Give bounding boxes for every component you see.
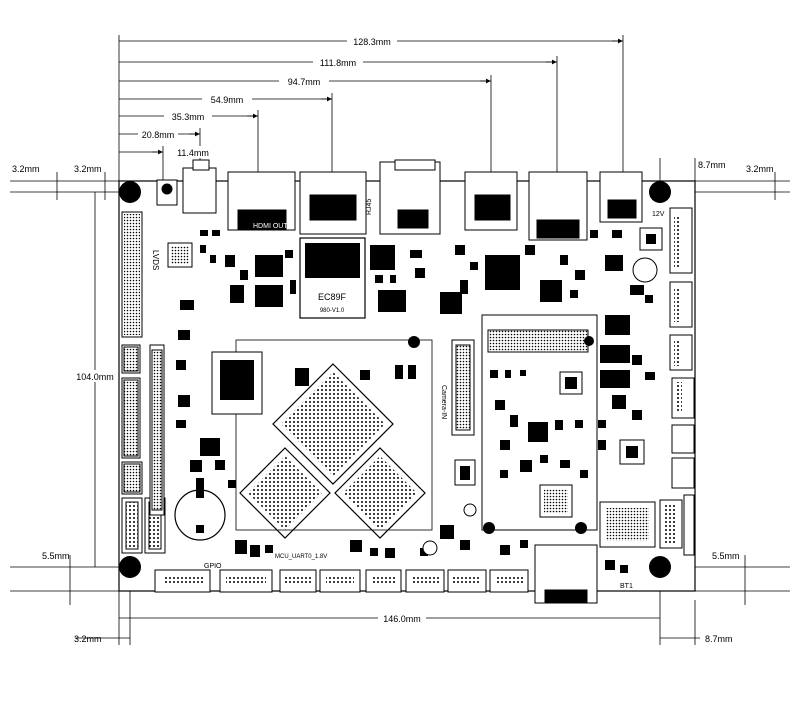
mount-hole-br: [649, 556, 671, 578]
dim-bottom-left: 3.2mm: [74, 634, 102, 644]
right-connector-pins: [664, 215, 682, 543]
mount-hole-inner-1: [408, 336, 420, 348]
black-ics: [167, 227, 663, 548]
mount-hole-bl: [119, 556, 141, 578]
small-components: [176, 230, 655, 573]
dim-94-7-label: 94.7mm: [288, 77, 321, 87]
ec89f-sublabel: 980-V1.0: [320, 308, 345, 314]
dim-right-top-outer: 3.2mm: [746, 164, 774, 174]
left-pin-columns: [121, 344, 166, 554]
ec89f-chip: [299, 237, 366, 319]
dim-11-4-label: 11.4mm: [177, 148, 209, 158]
dim-35-3-label: 35.3mm: [172, 112, 205, 122]
dim-right-top-inner: 8.7mm: [698, 160, 726, 170]
dim-left-top-inner: 3.2mm: [74, 164, 102, 174]
gpio-label: GPIO: [204, 563, 222, 570]
capacitors: [422, 257, 658, 556]
power-12v-label: 12V: [652, 211, 665, 218]
top-connectors: [156, 159, 643, 241]
lvds-header: [121, 211, 143, 338]
mount-hole-tr: [649, 181, 671, 203]
dim-left-top-outer: 3.2mm: [12, 164, 40, 174]
dim-20-8-label: 20.8mm: [142, 130, 175, 140]
dim-bottom-right: 8.7mm: [705, 634, 733, 644]
bottom-connector-pins: [163, 576, 523, 584]
module-board: [451, 314, 598, 531]
dim-left-bottom-side: 5.5mm: [42, 551, 70, 561]
bat-label: BT1: [620, 583, 633, 590]
dim-128-3-label: 128.3mm: [353, 37, 391, 47]
dim-146-0-label: 146.0mm: [383, 614, 421, 624]
battery: [174, 478, 226, 541]
rj45-label: RJ45: [366, 199, 373, 215]
dim-104-0-label: 104.0mm: [76, 372, 114, 382]
hdmi-label: HDMI OUT: [253, 223, 288, 230]
dim-54-9-label: 54.9mm: [211, 95, 244, 105]
cpu-region: [235, 339, 433, 539]
mount-hole-tl: [119, 181, 141, 203]
lvds-label: LVDS: [151, 250, 160, 270]
mount-hole-inner-3: [575, 522, 587, 534]
mount-hole-inner-2: [483, 522, 495, 534]
ec89f-label: EC89F: [318, 292, 347, 302]
dim-right-bottom-side: 5.5mm: [712, 551, 740, 561]
mcu-uart-label: MCU_UART0_1.8V: [275, 554, 327, 560]
top-dimension-arrows: [152, 38, 623, 155]
camera-label: Camera-IN: [440, 385, 447, 419]
dim-111-8-label: 111.8mm: [320, 58, 356, 68]
